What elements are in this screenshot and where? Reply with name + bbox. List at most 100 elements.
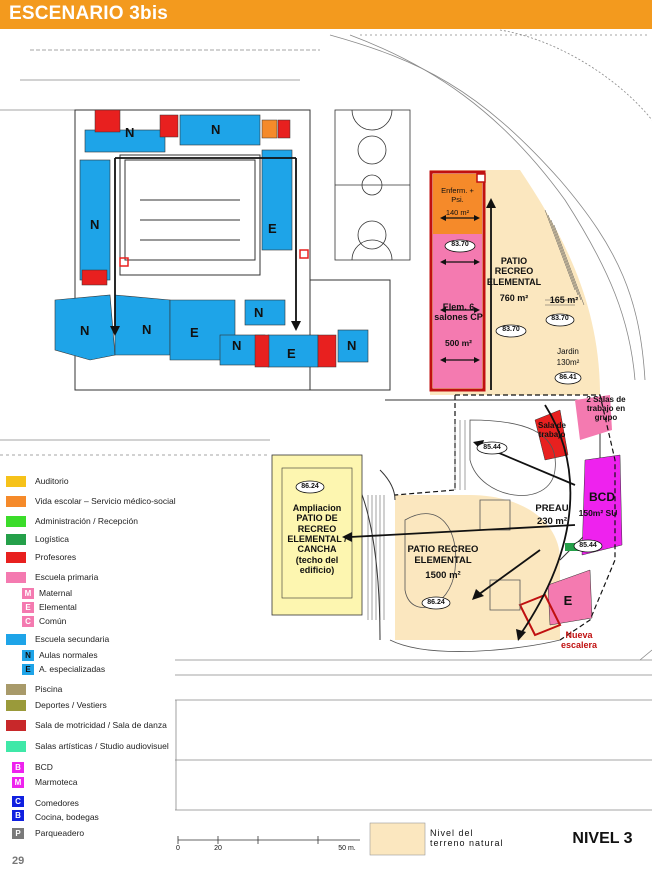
svg-text:E: E xyxy=(268,221,277,236)
ampliacion-label: Ampliacion PATIO DE RECREO ELEMENTAL / C… xyxy=(287,503,347,576)
preau-area: 230 m² xyxy=(536,516,568,527)
legend-label-parqueadero: Parqueadero xyxy=(35,828,85,838)
preau-label: PREAU xyxy=(535,503,569,514)
key-e-elemental: E xyxy=(22,602,34,613)
svg-text:N: N xyxy=(90,217,99,232)
elev-8624-a: 86.24 xyxy=(427,599,445,606)
secondary-blocks xyxy=(54,114,369,368)
legend-swatch-piscina xyxy=(6,684,26,695)
key-label-cocina: Cocina, bodegas xyxy=(35,812,99,822)
elev-8641: 86.41 xyxy=(559,374,577,381)
legend-swatch-vida xyxy=(6,496,26,507)
sports-courts xyxy=(334,109,411,261)
enferm-area: 140 m² xyxy=(445,208,470,217)
site-linework xyxy=(0,29,652,811)
accent-blocks xyxy=(81,109,337,368)
svg-text:E: E xyxy=(287,346,296,361)
patio-recreo-top-area: 760 m² xyxy=(499,293,529,303)
area-165: 165 m² xyxy=(549,295,579,305)
patio-recreo-top: PATIO RECREO ELEMENTAL xyxy=(486,256,542,287)
svg-text:N: N xyxy=(254,305,263,320)
patio-main-area: 1500 m² xyxy=(425,570,461,581)
elev-8624-b: 86.24 xyxy=(301,483,319,490)
sala-trabajo-label: Sala de trabajo xyxy=(537,421,566,440)
legend-swatch-logistica xyxy=(6,534,26,545)
elev-8544-a: 85.44 xyxy=(483,444,501,451)
key-m-maternal: M xyxy=(22,588,34,599)
key-m-marmoteca: M xyxy=(12,777,24,788)
double-arrows xyxy=(442,217,478,361)
dashed-boundary xyxy=(455,394,616,641)
bcd-label: BCD xyxy=(589,490,615,504)
enferm-block xyxy=(433,174,482,234)
key-label-maternal: Maternal xyxy=(39,588,73,598)
key-b-bcd: B xyxy=(12,762,24,773)
legend-label-admin: Administración / Recepción xyxy=(35,516,138,526)
salas-trabajo-label: 2 Salas de trabajo en grupo xyxy=(586,395,626,423)
svg-text:N: N xyxy=(80,323,89,338)
key-c-comedores: C xyxy=(12,796,24,807)
svg-text:N: N xyxy=(232,338,241,353)
legend-swatch-motricidad xyxy=(6,720,26,731)
svg-text:N: N xyxy=(211,122,220,137)
terrain-legend-box xyxy=(369,822,426,856)
key-label-bcd: BCD xyxy=(35,762,53,772)
key-p-parqueadero: P xyxy=(12,828,24,839)
stair-hatch xyxy=(544,209,585,306)
legend-label-secundaria: Escuela secundaria xyxy=(35,634,110,644)
enferm-label: Enferm. + Psi. xyxy=(441,186,474,204)
elev-8370-c: 83.70 xyxy=(551,315,569,322)
legend-label-primaria: Escuela primaria xyxy=(35,572,99,582)
legend-swatch-admin xyxy=(6,516,26,527)
page-title: ESCENARIO 3bis xyxy=(9,3,169,24)
legend-label-auditorio: Auditorio xyxy=(35,476,69,486)
key-label-aulas: Aulas normales xyxy=(39,650,98,660)
level-label: NIVEL 3 xyxy=(572,830,633,847)
scale-bar xyxy=(177,836,360,844)
patio-features xyxy=(389,419,561,652)
key-c-comun: C xyxy=(22,616,34,627)
key-label-marmoteca: Marmoteca xyxy=(35,777,78,787)
bcd-block xyxy=(581,454,623,556)
key-e-especializadas: E xyxy=(22,664,34,675)
elev-8544-b: 85.44 xyxy=(579,542,597,549)
nueva-escalera-label: Nueva escalera xyxy=(560,630,598,651)
scale-0: 0 xyxy=(176,845,180,852)
jardin-label: Jardin xyxy=(557,347,579,356)
key-label-comun: Común xyxy=(39,616,67,626)
legend: Auditorio Vida escolar – Servicio médico… xyxy=(6,476,186,846)
elevation-ellipses xyxy=(295,239,603,610)
floor-plan: N N N E N N E N N E N xyxy=(0,29,652,856)
legend-swatch-secundaria xyxy=(6,634,26,645)
legend-label-piscina: Piscina xyxy=(35,684,63,694)
key-label-especializadas: A. especializadas xyxy=(39,664,106,674)
elev-8370-b: 83.70 xyxy=(502,326,520,333)
legend-swatch-deportes xyxy=(6,700,26,711)
legend-swatch-auditorio xyxy=(6,476,26,487)
elem-block xyxy=(433,234,482,388)
page-number: 29 xyxy=(12,855,25,867)
arrow-heads xyxy=(440,215,480,363)
key-label-elemental: Elemental xyxy=(39,602,77,612)
sala-trabajo-block xyxy=(534,409,569,461)
patio-main-label: PATIO RECREO ELEMENTAL xyxy=(407,544,479,566)
legend-swatch-profesores xyxy=(6,552,26,563)
scale-50: 50 m. xyxy=(338,845,356,852)
ground-texture xyxy=(470,40,640,150)
legend-label-profesores: Profesores xyxy=(35,552,77,562)
key-label-comedores: Comedores xyxy=(35,798,79,808)
bcd-area: 150m² SU xyxy=(578,508,618,518)
key-n-aulas: N xyxy=(22,650,34,661)
title-bar: ESCENARIO 3bis xyxy=(0,0,652,29)
svg-text:N: N xyxy=(347,338,356,353)
e-block-letter: E xyxy=(563,593,573,608)
elem-salones-label: Elem. 6 salones CP xyxy=(434,302,483,323)
flow-arrow-heads xyxy=(110,198,526,641)
legend-label-vida: Vida escolar – Servicio médico-social xyxy=(35,496,176,506)
svg-text:N: N xyxy=(125,125,134,140)
terrain-legend-label: Nivel del terreno natural xyxy=(430,828,504,849)
elev-8370-a: 83.70 xyxy=(451,241,469,248)
flow-arrows xyxy=(114,157,576,636)
scale-20: 20 xyxy=(214,845,222,852)
e-block xyxy=(547,569,593,626)
